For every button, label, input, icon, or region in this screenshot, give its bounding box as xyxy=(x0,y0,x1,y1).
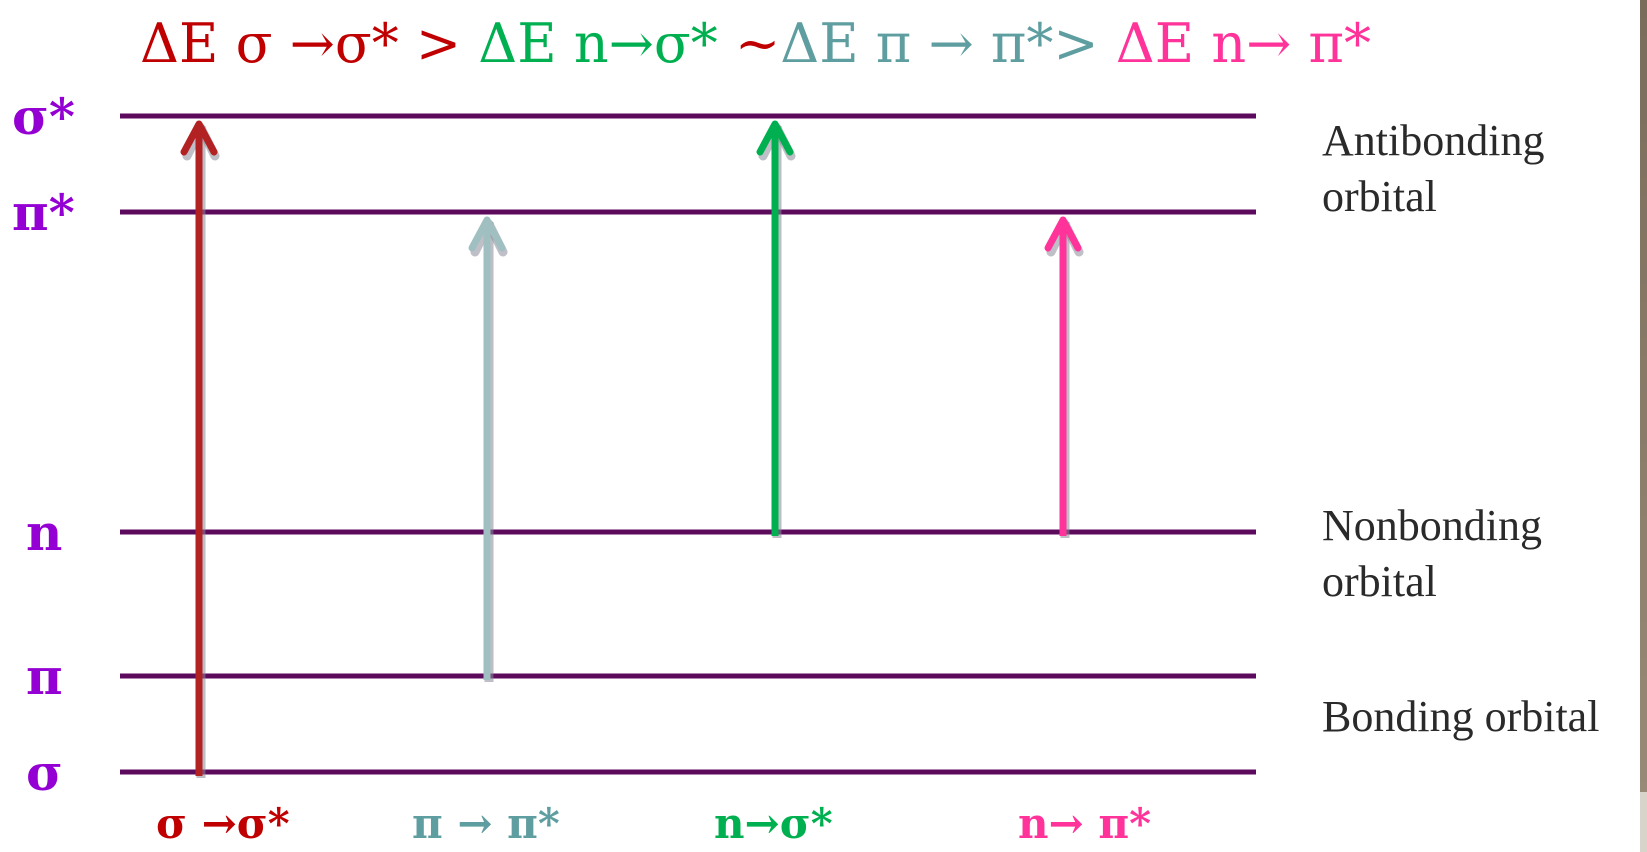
region-label-bonding: Bonding orbital xyxy=(1322,692,1599,741)
formula-segment-6: ~ xyxy=(718,12,780,75)
formula-segment-8: → xyxy=(928,12,973,75)
formula-segment-13: π* xyxy=(1291,12,1371,75)
arrow-pi-to-pi-star xyxy=(468,216,508,682)
transition-label-sigma-to-sigma-star: σ →σ* xyxy=(156,799,290,848)
formula-segment-7: ΔE π xyxy=(780,12,928,75)
arrow-n-to-sigma-star xyxy=(756,120,796,538)
formula-text: ΔE σ →σ* > ΔE n→σ* ~ΔE π → π*> ΔE n→ π* xyxy=(140,12,1371,75)
energy-order-formula: ΔE σ →σ* > ΔE n→σ* ~ΔE π → π*> ΔE n→ π* xyxy=(140,12,1371,75)
arrow-n-to-pi-star xyxy=(1044,216,1084,538)
transition-arrows xyxy=(180,120,1084,778)
formula-segment-4: → xyxy=(609,12,654,75)
formula-segment-10: > xyxy=(1053,12,1115,75)
formula-segment-2: σ* > xyxy=(335,12,478,75)
formula-segment-12: → xyxy=(1246,12,1291,75)
level-label-pi-star: π* xyxy=(12,183,75,242)
orbital-level-labels: σ* π* n πσ xyxy=(12,87,75,802)
level-label-n: n xyxy=(26,503,62,562)
transition-label-n-to-pi-star: n→ π* xyxy=(1018,799,1151,848)
formula-segment-9: π* xyxy=(974,12,1054,75)
level-label-pi: π xyxy=(26,647,63,706)
level-label-sigma: σ xyxy=(26,743,63,802)
orbital-levels xyxy=(120,113,1256,775)
formula-segment-5: σ* xyxy=(654,12,718,75)
formula-segment-3: ΔE n xyxy=(478,12,608,75)
formula-segment-0: ΔE σ xyxy=(140,12,290,75)
level-label-sigma-star: σ* xyxy=(12,87,75,146)
formula-segment-1: → xyxy=(290,12,335,75)
transition-label-n-to-sigma-star: n→σ* xyxy=(714,799,833,848)
transition-label-pi-to-pi-star: π → π* xyxy=(412,799,560,848)
slide-edge-foot xyxy=(1640,792,1647,852)
slide-edge-decoration xyxy=(1640,0,1647,852)
transition-labels: σ →σ* π → π* n→σ* n→ π* xyxy=(156,799,1151,848)
arrow-sigma-to-sigma-star xyxy=(180,120,220,778)
formula-segment-11: ΔE n xyxy=(1116,12,1246,75)
